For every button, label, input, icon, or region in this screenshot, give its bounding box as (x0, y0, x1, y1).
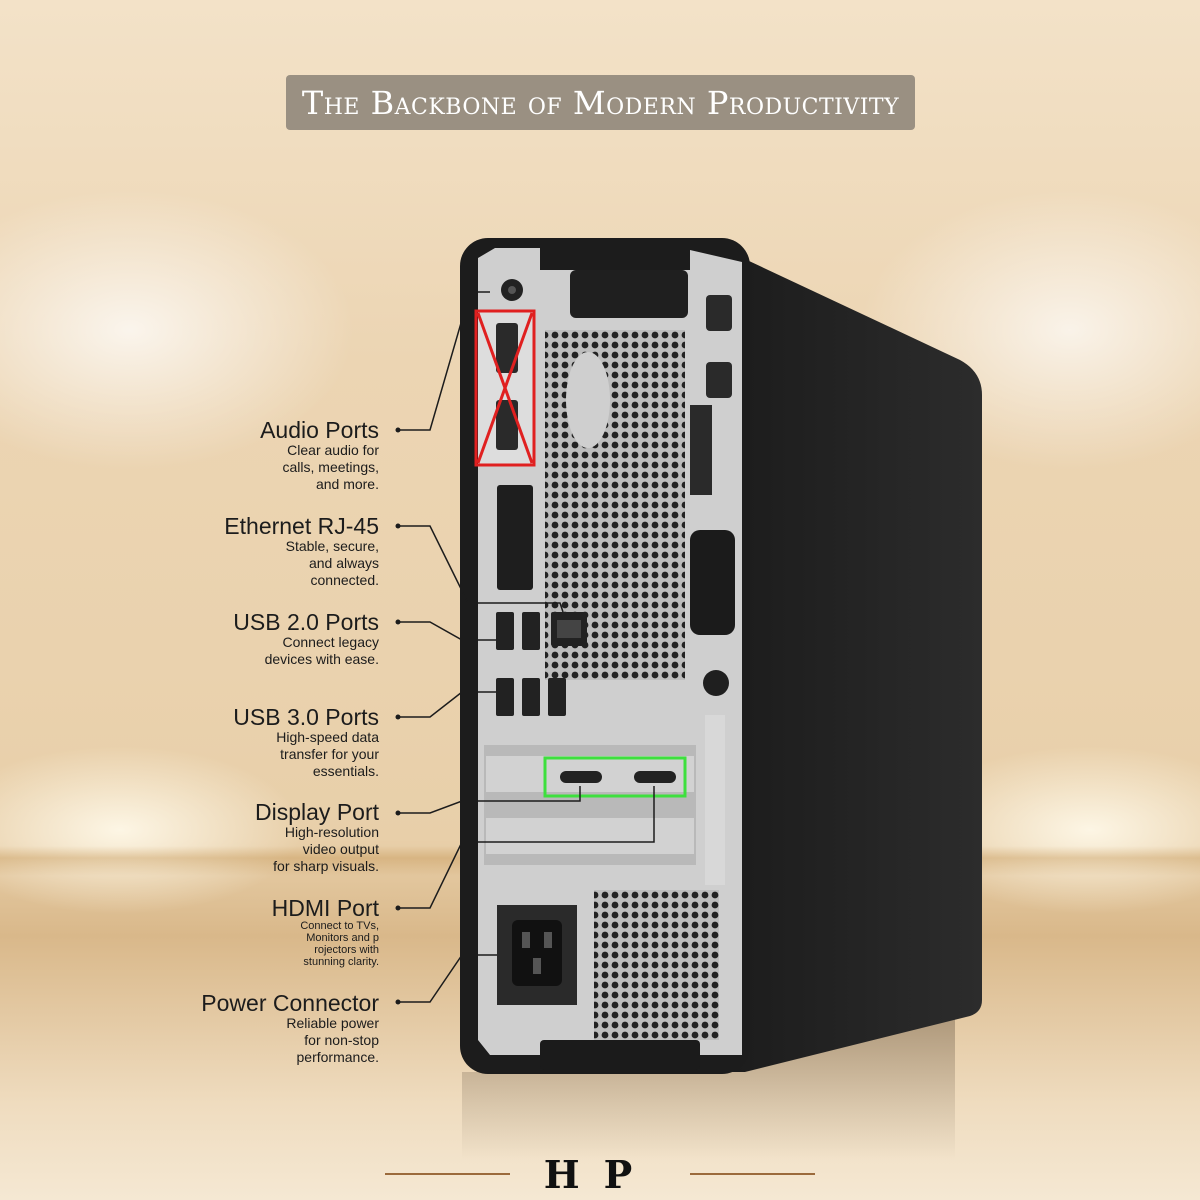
brand-divider-left (385, 1173, 510, 1175)
callout-heading: Audio Ports (260, 417, 379, 443)
callout-text: Clear audio for (287, 442, 379, 458)
chassis-side (700, 238, 982, 1072)
usb3-port (522, 678, 540, 716)
leader-lines (398, 291, 655, 1003)
page-title: The Backbone of Modern Productivity (301, 83, 900, 122)
top-latch (570, 270, 688, 318)
callout-heading: HDMI Port (271, 895, 379, 921)
usb2-port (496, 612, 514, 650)
callout-text: High-speed data (276, 729, 379, 745)
callout-heading: Display Port (255, 799, 379, 825)
callout-heading: Ethernet RJ-45 (224, 513, 379, 539)
callout-text: Reliable power (286, 1015, 379, 1031)
callout-text: transfer for your (280, 746, 379, 762)
callout-usb3: USB 3.0 Ports High-speed data transfer f… (233, 705, 379, 780)
callout-text: video output (302, 841, 379, 857)
psu-vent (594, 890, 719, 1040)
callout-text: connected. (310, 572, 380, 588)
callout-text: rojectors with (314, 944, 379, 956)
callout-audio-ports: Audio Ports Clear audio for calls, meeti… (260, 418, 379, 493)
usb3-port (548, 678, 566, 716)
callout-text: High-resolution (284, 824, 379, 840)
callout-text: for non-stop (304, 1032, 379, 1048)
chassis-foot (540, 1040, 700, 1070)
callout-heading: USB 2.0 Ports (233, 609, 379, 635)
usb3-port (496, 678, 514, 716)
callout-usb2: USB 2.0 Ports Connect legacy devices wit… (233, 610, 379, 668)
display-port (634, 771, 676, 783)
callout-text: essentials. (312, 763, 379, 779)
vent-cutout (566, 352, 610, 448)
callout-ethernet: Ethernet RJ-45 Stable, secure, and alway… (224, 514, 379, 589)
callout-text: devices with ease. (264, 651, 379, 667)
callout-text: performance. (296, 1049, 379, 1065)
blank-slot (497, 485, 533, 590)
callout-display-port: Display Port High-resolution video outpu… (255, 800, 379, 875)
display-port (560, 771, 602, 783)
cross-out-box (474, 309, 536, 467)
callout-text: stunning clarity. (303, 956, 379, 968)
highlight-box (543, 756, 687, 798)
callout-text: Connect to TVs, (300, 920, 379, 932)
callout-hdmi: HDMI Port Connect to TVs, Monitors and p… (272, 896, 379, 968)
callout-text: for sharp visuals. (273, 858, 379, 874)
callout-power-connector: Power Connector Reliable power for non-s… (201, 991, 379, 1066)
side-handle (690, 530, 735, 635)
callout-text: Stable, secure, (285, 538, 379, 554)
callout-text: Monitors and p (306, 932, 379, 944)
callout-heading: Power Connector (201, 990, 379, 1016)
thumbscrew (703, 670, 729, 696)
callout-text: Connect legacy (282, 634, 379, 650)
usb2-port (522, 612, 540, 650)
brand-logo-text: HP (543, 1152, 657, 1197)
title-banner: The Backbone of Modern Productivity (286, 75, 915, 130)
callout-text: and always (308, 555, 379, 571)
callout-text: calls, meetings, (282, 459, 379, 475)
slot-bracket (705, 715, 725, 890)
callout-heading: USB 3.0 Ports (233, 704, 379, 730)
callout-text: and more. (315, 476, 379, 492)
brand-divider-right (690, 1173, 815, 1175)
